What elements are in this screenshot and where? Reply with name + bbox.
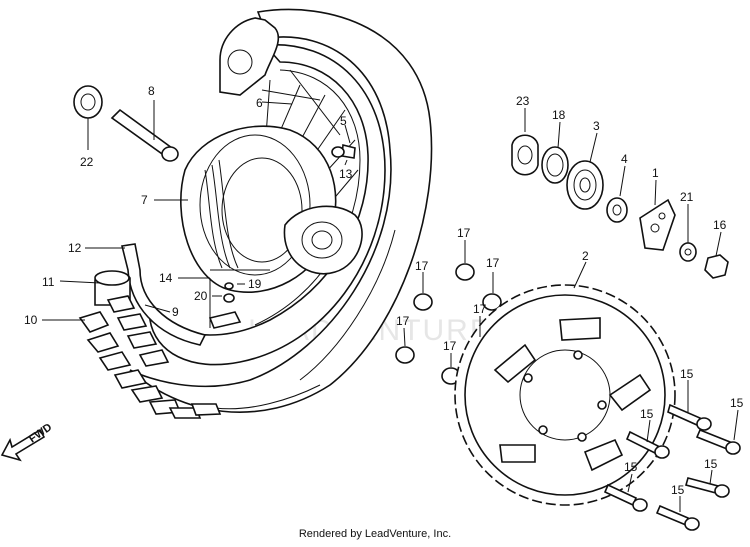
oil-seal-part-18	[541, 146, 569, 184]
leader-lines	[42, 100, 739, 512]
callout-15-d: 15	[704, 457, 718, 471]
callout-15-c: 15	[640, 407, 654, 421]
callout-14: 14	[159, 271, 173, 285]
lock-plate-part-1	[639, 198, 676, 251]
callout-5: 5	[340, 114, 347, 128]
callout-2: 2	[582, 249, 589, 263]
hub-flange	[283, 205, 363, 275]
callout-19: 19	[248, 277, 262, 291]
callout-20: 20	[194, 289, 208, 303]
callout-12: 12	[68, 241, 82, 255]
washer-part-21	[679, 242, 697, 262]
rim	[148, 43, 386, 366]
callout-23: 23	[516, 94, 530, 108]
callout-4: 4	[621, 152, 628, 166]
fwd-label: FWD	[27, 421, 54, 445]
axle-bearing-part-22	[73, 85, 103, 119]
callout-15-b: 15	[730, 396, 744, 410]
sprocket-hub-part-3	[566, 160, 604, 210]
callout-8: 8	[148, 84, 155, 98]
callout-labels: 8 22 6 5 13 7 12 11 14 19 20 9 10 23 18 …	[24, 84, 744, 497]
rim-band-part-12	[121, 243, 207, 346]
callout-17-a: 17	[457, 226, 471, 240]
callout-1: 1	[652, 166, 659, 180]
callout-11: 11	[42, 275, 55, 289]
callout-10: 10	[24, 313, 38, 327]
forward-arrow-icon: FWD	[0, 421, 54, 462]
tire-tread-blocks	[78, 270, 222, 419]
callout-17-b: 17	[415, 259, 429, 273]
callout-17-e: 17	[473, 302, 487, 316]
axle-bolt-part-8	[110, 108, 179, 162]
callout-21: 21	[680, 190, 694, 204]
callout-15-e: 15	[624, 460, 638, 474]
callout-22: 22	[80, 155, 94, 169]
callout-6: 6	[256, 96, 263, 110]
rear-wheel-assembly	[78, 8, 433, 419]
sprocket-part-2	[454, 284, 676, 506]
sprocket-bolts-part-15	[603, 403, 741, 531]
callout-17-c: 17	[486, 256, 500, 270]
nut-part-16	[704, 254, 729, 279]
callout-15-f: 15	[671, 483, 685, 497]
callout-16: 16	[713, 218, 727, 232]
rim-band-part-6	[219, 17, 280, 96]
spoke-nipple-part-19	[208, 311, 242, 329]
callout-9: 9	[172, 305, 179, 319]
callout-18: 18	[552, 108, 566, 122]
bearing-part-23	[511, 134, 539, 176]
callout-13: 13	[339, 167, 353, 181]
footer-credit: Rendered by LeadVenture, Inc.	[298, 528, 452, 540]
callout-7: 7	[141, 193, 148, 207]
callout-15-a: 15	[680, 367, 694, 381]
callout-17-f: 17	[443, 339, 457, 353]
collar-part-4	[606, 197, 628, 223]
callout-17-d: 17	[396, 314, 410, 328]
callout-3: 3	[593, 119, 600, 133]
